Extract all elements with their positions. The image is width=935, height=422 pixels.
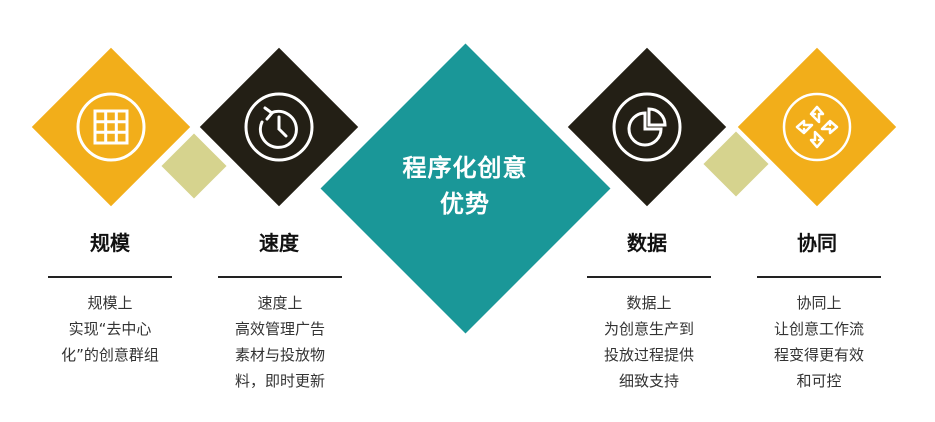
- speed-desc-line-3: 素材与投放物: [234, 346, 325, 364]
- speed-title: 速度: [259, 231, 299, 255]
- data-desc-line-3: 投放过程提供: [603, 346, 694, 364]
- collab-desc-line-1: 协同上: [796, 294, 842, 312]
- collaboration-arrows-icon: [779, 89, 855, 165]
- collab-description: 协同上 让创意工作流 程变得更有效 和可控: [749, 290, 889, 394]
- scale-desc-line-2: 实现“去中心: [68, 320, 152, 338]
- collab-desc-line-3: 程变得更有效: [773, 346, 864, 364]
- data-desc-line-2: 为创意生产到: [603, 320, 694, 338]
- data-title: 数据: [627, 231, 667, 255]
- scale-divider: [48, 276, 172, 278]
- speed-desc-line-1: 速度上: [257, 294, 303, 312]
- center-label: 程序化创意 优势: [340, 150, 590, 222]
- speed-desc-line-4: 料，即时更新: [234, 372, 325, 390]
- scale-desc-line-3: 化”的创意群组: [61, 346, 159, 364]
- scale-title: 规模: [90, 231, 130, 255]
- collab-divider: [757, 276, 881, 278]
- data-description: 数据上 为创意生产到 投放过程提供 细致支持: [579, 290, 719, 394]
- data-desc-line-4: 细致支持: [618, 372, 679, 390]
- collab-desc-line-4: 和可控: [796, 372, 842, 390]
- scale-desc-line-1: 规模上: [87, 294, 133, 312]
- scale-description: 规模上 实现“去中心 化”的创意群组: [40, 290, 180, 368]
- data-desc-line-1: 数据上: [626, 294, 672, 312]
- speed-description: 速度上 高效管理广告 素材与投放物 料，即时更新: [210, 290, 350, 394]
- data-divider: [587, 276, 711, 278]
- clock-refresh-icon: [241, 89, 317, 165]
- collab-title: 协同: [797, 231, 837, 255]
- center-label-line-1: 程序化创意: [402, 154, 528, 182]
- speed-divider: [218, 276, 342, 278]
- center-label-line-2: 优势: [440, 190, 490, 218]
- pie-chart-icon: [609, 89, 685, 165]
- speed-desc-line-2: 高效管理广告: [234, 320, 325, 338]
- collab-desc-line-2: 让创意工作流: [773, 320, 864, 338]
- grid-icon: [73, 89, 149, 165]
